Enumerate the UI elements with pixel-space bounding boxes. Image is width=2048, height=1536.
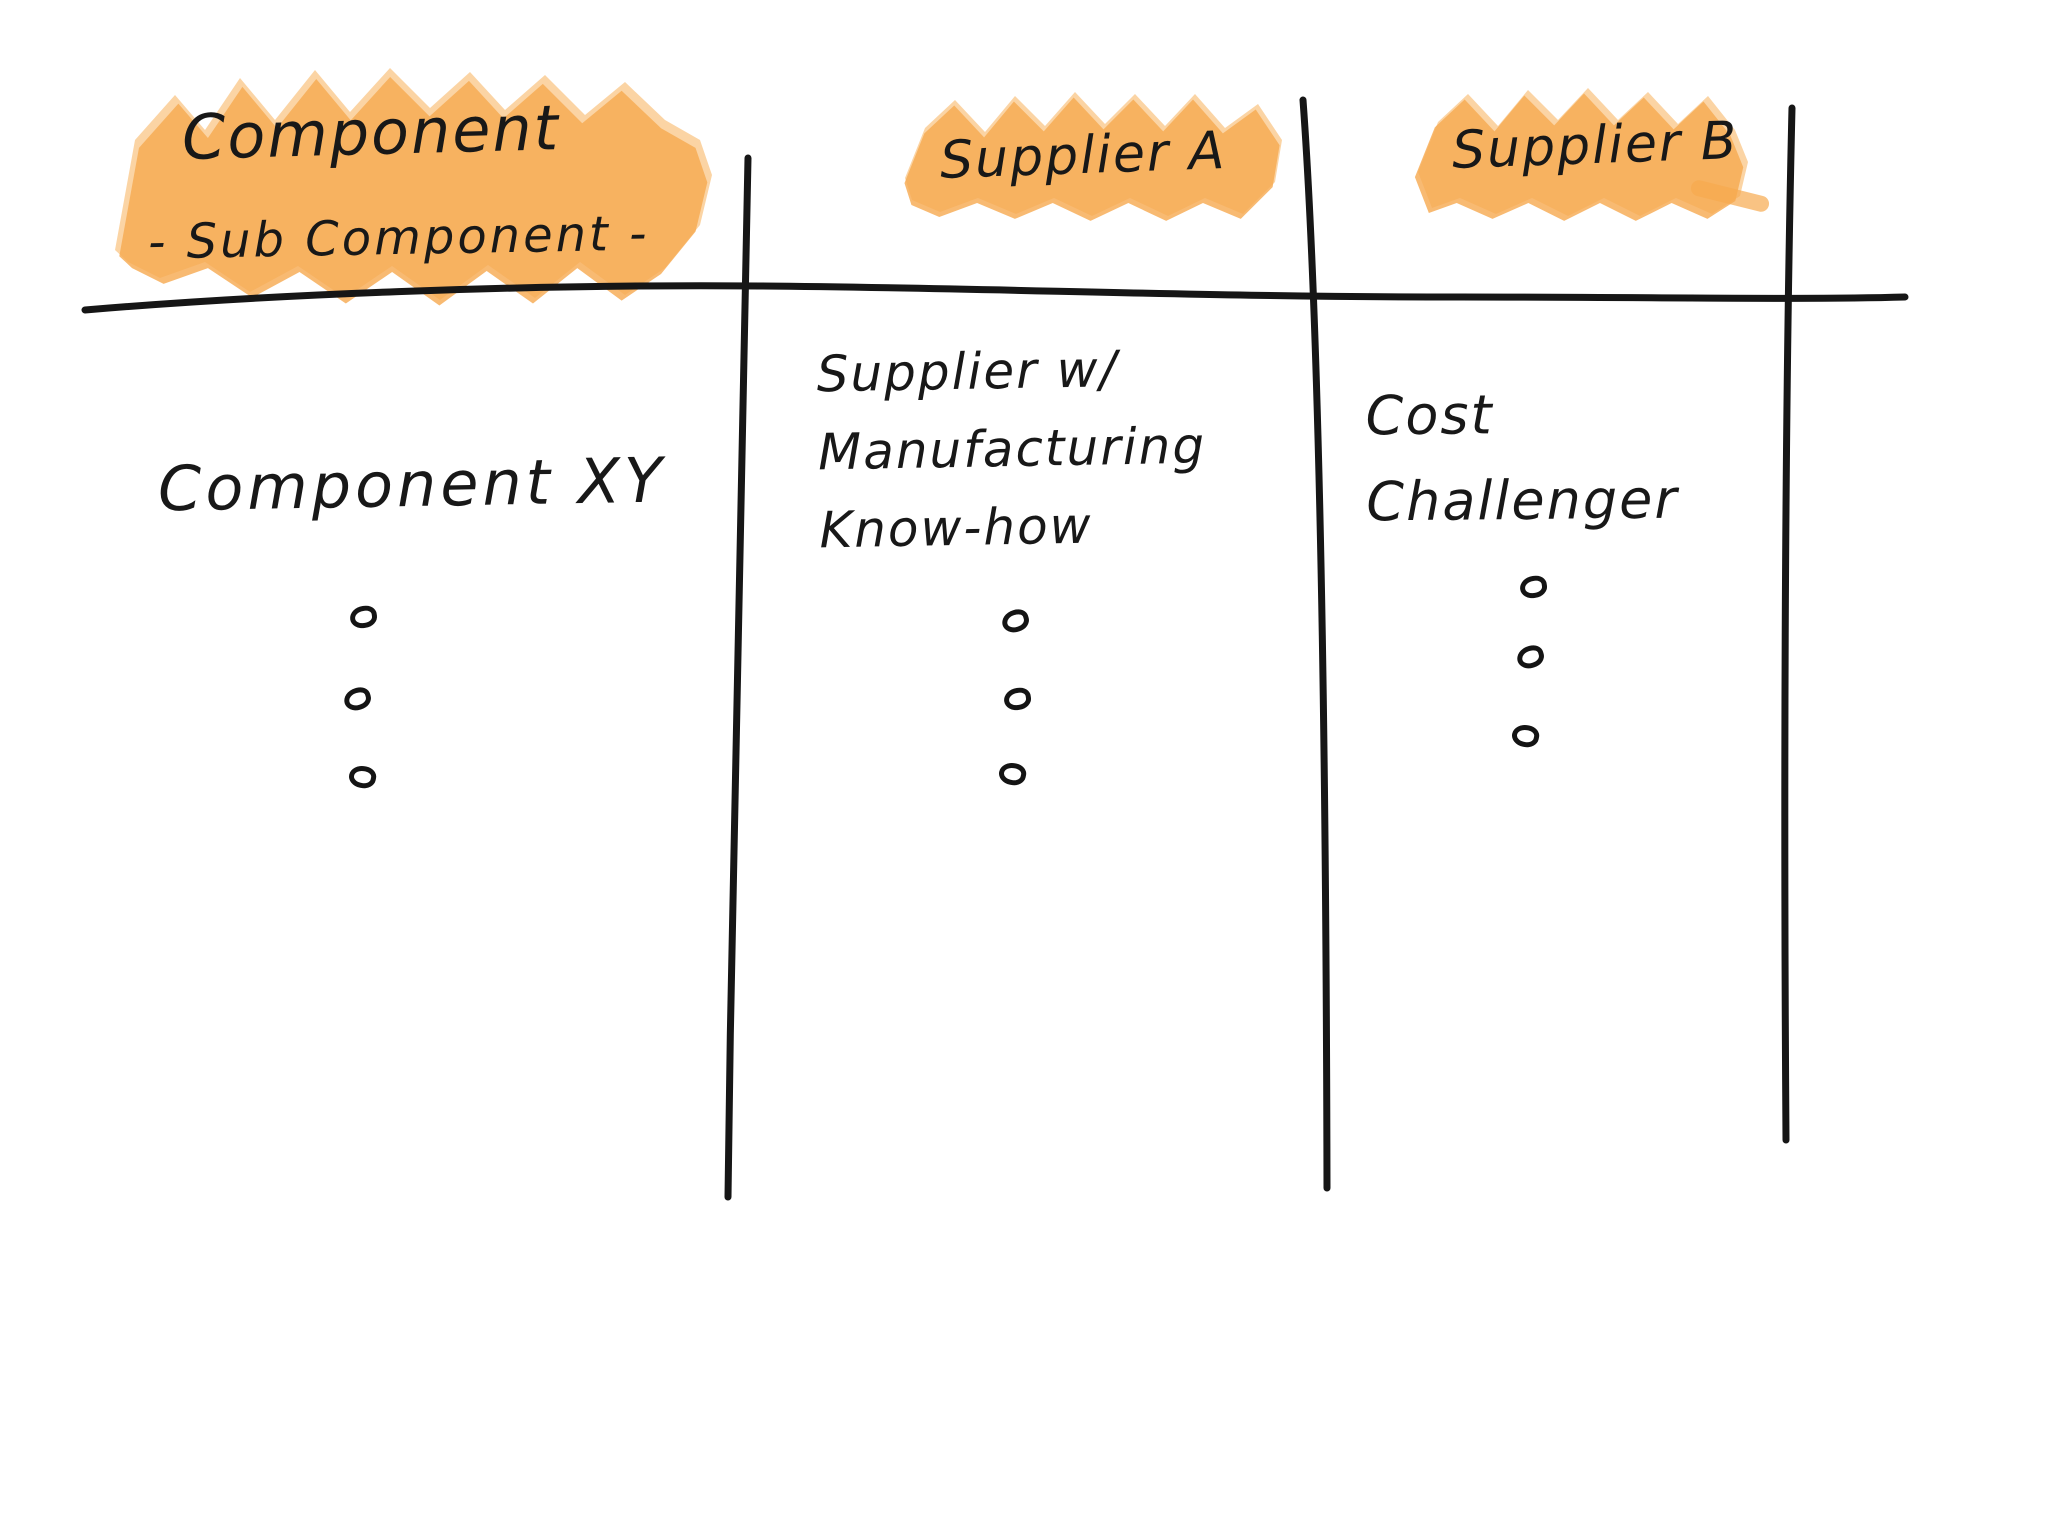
table-header-rule — [81, 282, 1909, 314]
table-divider-2 — [1299, 96, 1331, 1192]
highlight-marker-col2 — [904, 92, 1282, 221]
col1-cell-text: Component XY — [157, 443, 667, 526]
col2-cell-line1: Supplier w/ — [816, 340, 1119, 404]
highlight-marker-col3 — [1414, 88, 1770, 221]
highlight-tail-stroke — [1690, 180, 1770, 212]
col2-header-label: Supplier A — [939, 121, 1228, 191]
col1-header-label: Component — [181, 91, 561, 174]
col3-cell-line2: Challenger — [1366, 467, 1679, 534]
highlight-marker-col1 — [115, 68, 712, 306]
col2-cell-text: Supplier w/ Manufacturing Know-how — [816, 329, 1208, 570]
col2-cell-line3: Know-how — [818, 496, 1094, 560]
table-divider-3 — [1781, 104, 1796, 1144]
col3-cell-text: Cost Challenger — [1365, 371, 1679, 546]
col2-cell-line2: Manufacturing — [817, 416, 1207, 482]
col1-subheader-label: - Sub Component - — [147, 205, 650, 271]
col3-cell-line1: Cost — [1365, 383, 1494, 448]
col3-header-label: Supplier B — [1451, 111, 1740, 181]
table-divider-1 — [724, 154, 752, 1201]
